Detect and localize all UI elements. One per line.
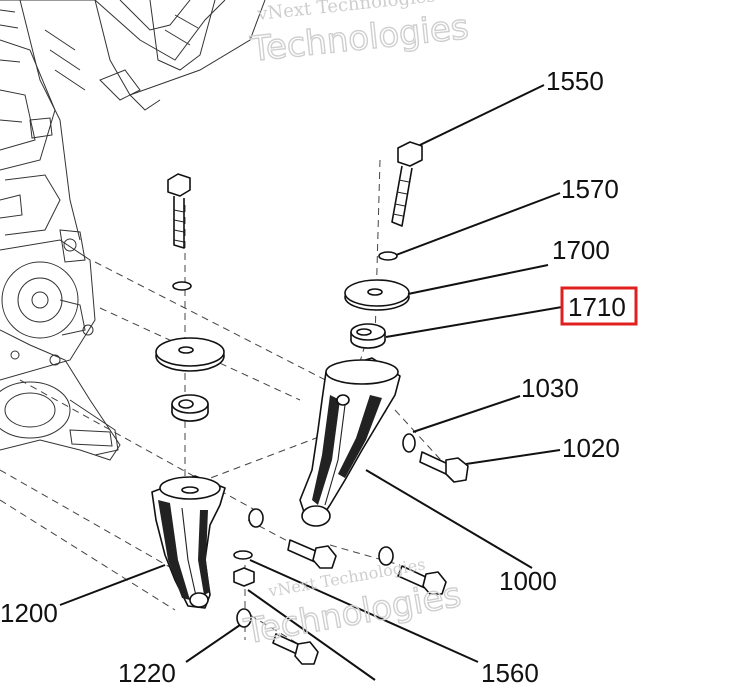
right-mount-hardware — [344, 141, 423, 349]
left-bracket-icon — [151, 475, 226, 609]
callout-1550[interactable]: 1550 — [546, 66, 604, 96]
leader-1570 — [395, 192, 561, 256]
watermark-top: vNext Technologies Technologies — [247, 0, 471, 71]
leader-1000 — [365, 469, 533, 569]
callout-1220[interactable]: 1220 — [118, 658, 176, 684]
leader-1030 — [412, 395, 521, 433]
right-large-washer-icon — [344, 279, 410, 311]
leader-1710 — [385, 306, 563, 338]
callout-1020[interactable]: 1020 — [562, 433, 620, 463]
left-bolt-icon — [167, 173, 191, 249]
engine-assembly — [0, 0, 266, 461]
leader-1550 — [419, 84, 545, 146]
right-bracket-icon — [299, 357, 401, 527]
right-small-washer-icon — [378, 251, 398, 261]
left-grommet-icon — [171, 394, 209, 422]
left-large-washer-icon — [155, 337, 225, 372]
leader-1200 — [59, 564, 166, 606]
leader-1700 — [407, 264, 549, 295]
watermark-bottom: vNext Technologies Technologies — [240, 554, 464, 653]
leader-lines — [59, 84, 563, 681]
leader-1560 — [249, 559, 479, 663]
lower-middle-hardware — [233, 508, 447, 665]
left-small-washer-icon — [172, 281, 192, 291]
side-bolt-1020-icon — [402, 433, 469, 483]
left-mount-hardware — [155, 173, 225, 422]
callout-1200[interactable]: 1200 — [0, 598, 58, 628]
callout-1700[interactable]: 1700 — [552, 235, 610, 265]
leader-extra — [247, 589, 376, 681]
callout-1560[interactable]: 1560 — [481, 658, 539, 684]
callout-1000[interactable]: 1000 — [499, 566, 557, 596]
callout-1030[interactable]: 1030 — [521, 373, 579, 403]
right-bolt-icon — [391, 141, 423, 227]
callout-1570[interactable]: 1570 — [561, 174, 619, 204]
highlight-box-1710 — [560, 286, 638, 326]
leader-1220 — [185, 624, 241, 663]
leader-1020 — [465, 449, 561, 465]
right-grommet-icon — [350, 323, 386, 349]
callout-1710[interactable]: 1710 — [568, 292, 626, 322]
